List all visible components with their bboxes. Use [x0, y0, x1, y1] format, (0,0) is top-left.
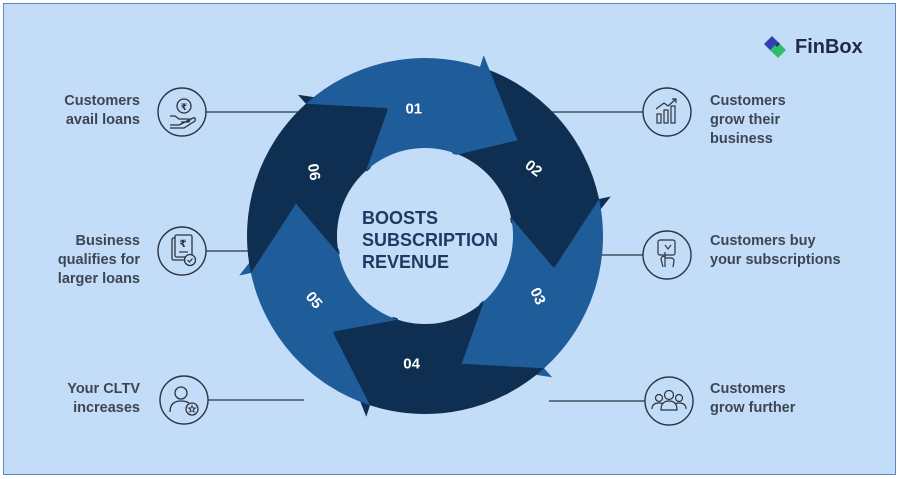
step-label-larger-loans: Business qualifies for larger loans [57, 233, 140, 287]
segment-number-02: 02 [521, 157, 545, 181]
cycle-segment-04 [332, 301, 545, 417]
center-disk [338, 149, 512, 323]
step-label-avail-loans: Customers avail loans [64, 93, 140, 128]
finbox-logo-icon [764, 36, 786, 58]
user-star-icon [159, 375, 209, 425]
step-label-cltv: Your CLTV increases [67, 381, 140, 416]
cycle-ring [239, 55, 611, 417]
cycle-segment-01 [305, 55, 518, 171]
center-title-line-2: SUBSCRIPTION [362, 230, 498, 250]
svg-text:₹: ₹ [180, 239, 187, 250]
cycle-segment-03 [461, 199, 603, 378]
step-label-grow-further: Customers grow further [710, 381, 796, 416]
brand-name: FinBox [795, 35, 863, 58]
center-title: BOOSTS SUBSCRIPTION REVENUE [362, 208, 498, 272]
svg-text:₹: ₹ [181, 102, 187, 112]
center-title-line-3: REVENUE [362, 252, 449, 272]
cycle-diagram: 01 02 03 04 05 06 BOOSTS SUBSCRIPTION RE… [157, 55, 694, 426]
segment-numbers: 01 02 03 04 05 06 [302, 101, 549, 373]
rupee-document-icon: ₹ [157, 226, 207, 276]
growth-chart-icon [642, 87, 692, 137]
cycle-segment-02 [452, 66, 611, 269]
tap-hand-icon [642, 230, 692, 280]
step-label-grow-business: Customers grow their business [710, 93, 786, 147]
segment-number-06: 06 [304, 162, 324, 181]
step-label-buy-subscriptions: Customers buy your subscriptions [710, 233, 841, 268]
segment-number-01: 01 [405, 101, 422, 118]
segment-number-03: 03 [526, 285, 548, 307]
cycle-segment-05 [239, 203, 398, 406]
segment-number-04: 04 [403, 355, 420, 372]
center-title-line-1: BOOSTS [362, 208, 438, 228]
rupee-hand-icon: ₹ [157, 87, 207, 137]
finbox-logo: FinBox [762, 34, 863, 60]
cycle-segment-06 [247, 94, 389, 273]
connector-lines [206, 111, 645, 402]
group-icon [644, 376, 694, 426]
infographic-frame: FinBox 01 02 03 04 05 06 BOOSTS SUBSCRIP… [3, 3, 896, 475]
